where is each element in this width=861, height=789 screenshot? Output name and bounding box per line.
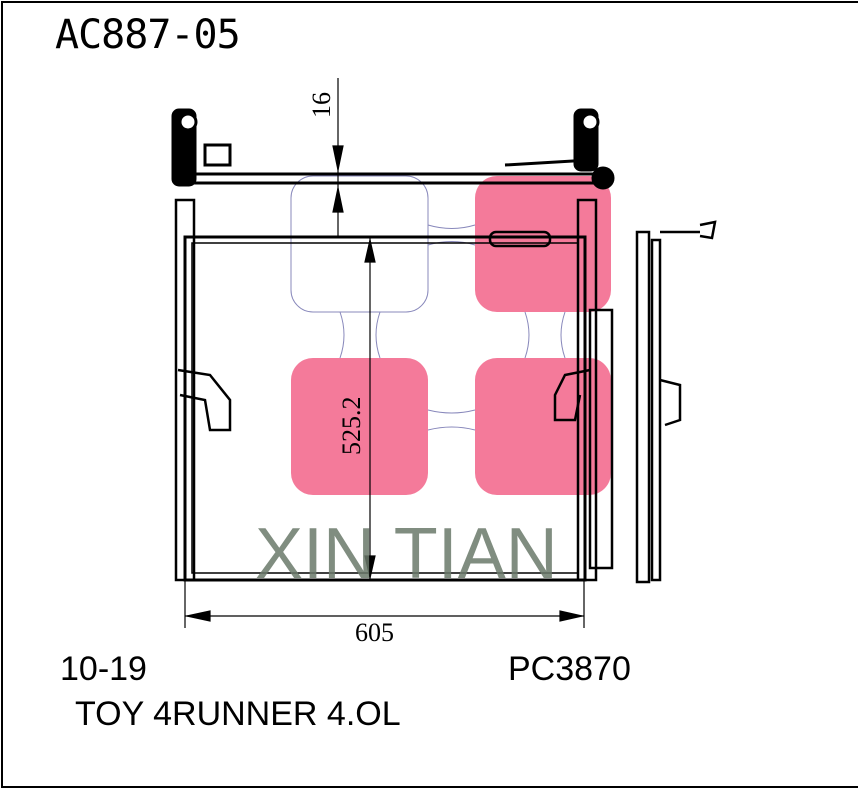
model-years: 10-19 bbox=[60, 650, 147, 688]
dimension-lines bbox=[184, 78, 585, 628]
connector-arcs bbox=[339, 224, 566, 431]
highlight-bottom-left bbox=[291, 358, 428, 495]
vehicle-model: TOY 4RUNNER 4.OL bbox=[75, 695, 401, 733]
highlight-top-right bbox=[475, 176, 611, 312]
side-view bbox=[635, 220, 717, 584]
cross-reference-number: PC3870 bbox=[508, 650, 631, 688]
dimension-width: 605 bbox=[355, 618, 394, 647]
part-number-title: AC887-05 bbox=[55, 12, 241, 58]
outline-top-left bbox=[290, 175, 429, 313]
dimension-top-offset: 16 bbox=[307, 92, 336, 118]
front-view bbox=[174, 198, 614, 582]
top-view bbox=[171, 108, 615, 190]
dimension-height: 525.2 bbox=[337, 397, 366, 456]
watermark: XIN TIAN bbox=[255, 514, 558, 594]
